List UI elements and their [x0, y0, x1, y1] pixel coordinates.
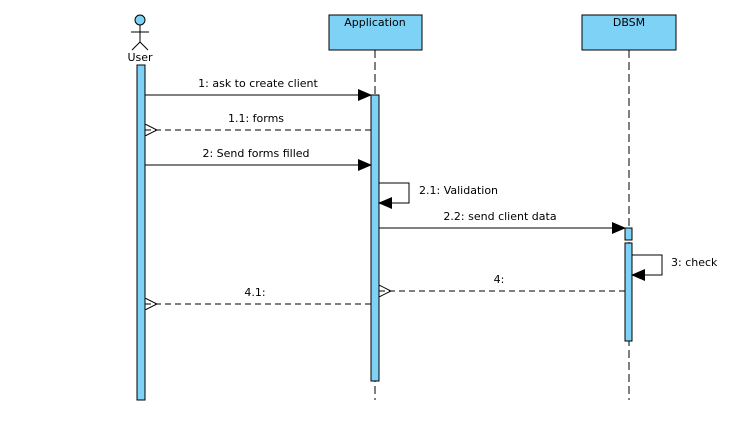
message-1-1: 1.1: forms	[145, 112, 371, 130]
actor-icon	[131, 14, 149, 51]
message-3: 3: check	[631, 254, 718, 281]
message-2-1: 2.1: Validation	[378, 182, 498, 209]
message-4: 4:	[379, 273, 625, 291]
message-2-1-line	[378, 182, 410, 209]
participant-label-db: DBSM	[613, 16, 645, 29]
participant-label-user: User	[127, 51, 153, 64]
message-1-label: 1: ask to create client	[198, 77, 318, 90]
message-4-label: 4:	[494, 273, 505, 286]
message-2: 2: Send forms filled	[145, 147, 372, 171]
participant-db: DBSM	[581, 14, 677, 51]
message-4-1-label: 4.1:	[244, 286, 265, 299]
participant-app: Application	[328, 14, 423, 51]
message-1-1-label: 1.1: forms	[228, 112, 284, 125]
participant-user: User	[127, 14, 153, 64]
participant-box-app	[328, 14, 423, 51]
message-2-2: 2.2: send client data	[379, 210, 626, 234]
activation-db-2	[624, 242, 633, 342]
message-2-2-label: 2.2: send client data	[443, 210, 556, 223]
message-2-1-label: 2.1: Validation	[419, 184, 498, 197]
message-2-label: 2: Send forms filled	[202, 147, 309, 160]
participant-box-db	[581, 14, 677, 51]
message-3-label: 3: check	[671, 256, 718, 269]
activation-user	[136, 64, 146, 401]
participant-label-app: Application	[344, 16, 405, 29]
message-1: 1: ask to create client	[145, 77, 372, 101]
activation-db-1	[624, 227, 633, 241]
message-3-line	[631, 254, 663, 281]
activation-app	[370, 94, 380, 382]
message-4-1: 4.1:	[145, 286, 371, 304]
